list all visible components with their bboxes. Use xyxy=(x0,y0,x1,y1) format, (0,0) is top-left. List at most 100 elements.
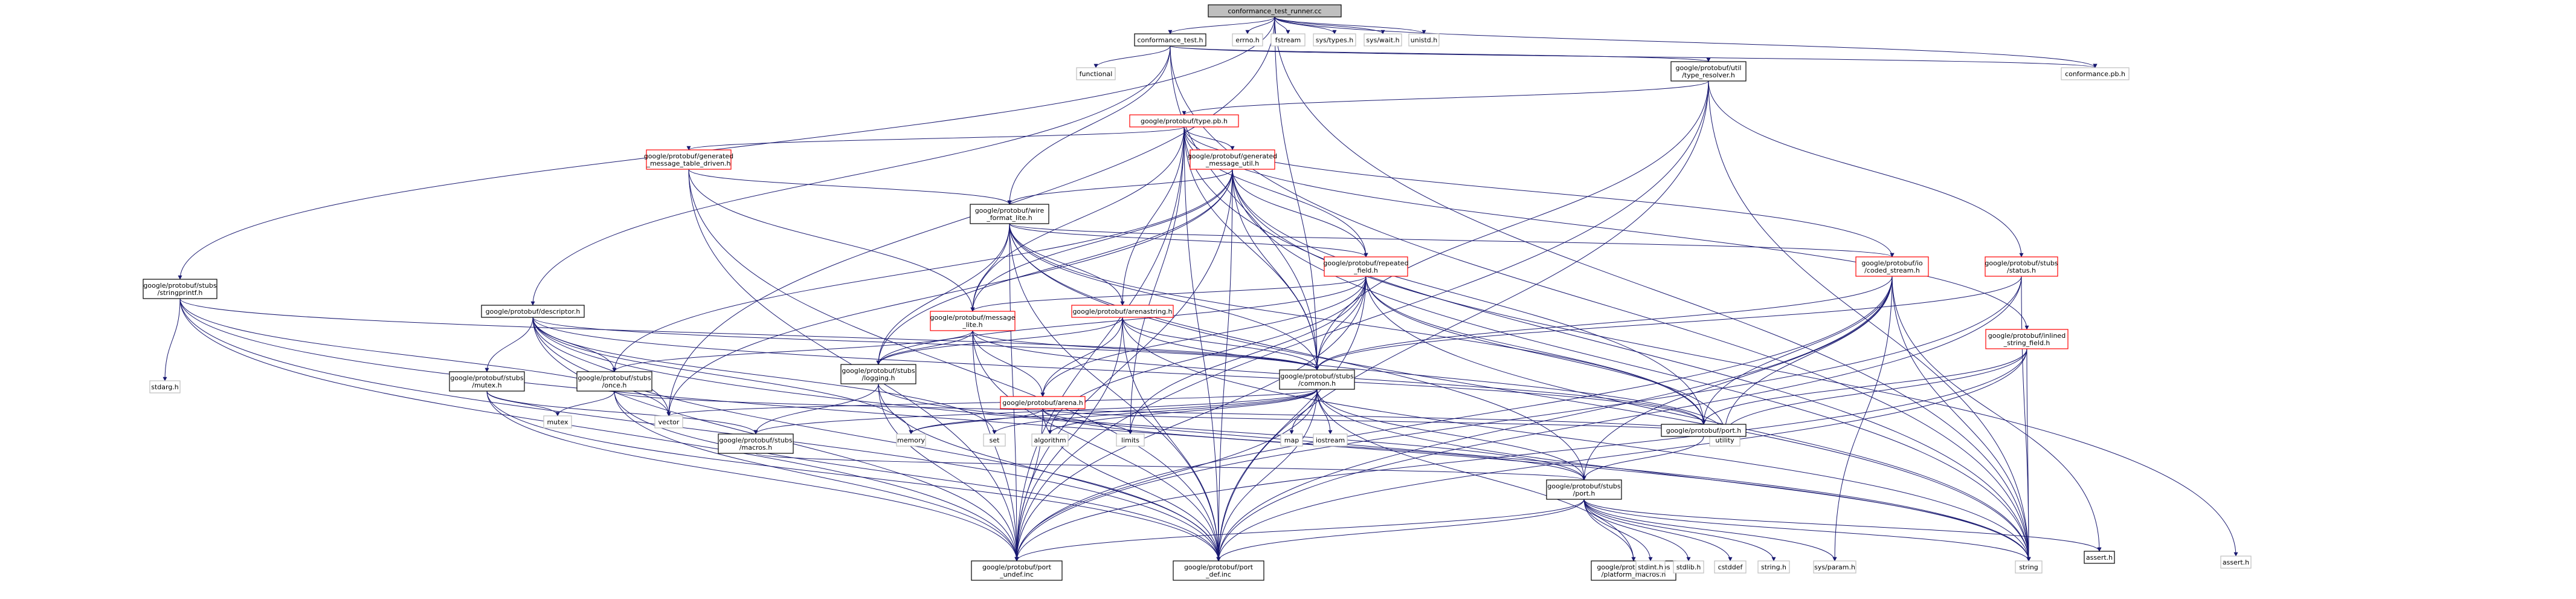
edge-arenastring-to-string xyxy=(1122,317,2031,562)
node-string: string xyxy=(2015,560,2043,574)
edge-stubs-mutex-to-port-undef xyxy=(486,390,1019,562)
edge-stringprintf-to-stubs-common xyxy=(179,298,1319,371)
node-box xyxy=(1031,433,1069,447)
node-stubs-port[interactable]: google/protobuf/stubs/port.h xyxy=(1546,479,1622,500)
node-vector: vector xyxy=(654,415,683,429)
node-label: _format_lite.h xyxy=(986,214,1032,222)
node-box xyxy=(1855,256,1929,277)
node-box xyxy=(1757,560,1790,574)
node-arena[interactable]: google/protobuf/arena.h xyxy=(1000,396,1086,409)
node-label: /type_resolver.h xyxy=(1682,71,1735,79)
node-stubs-logging[interactable]: google/protobuf/stubs/logging.h xyxy=(840,364,916,384)
node-box xyxy=(1000,396,1086,409)
node-port-h[interactable]: google/protobuf/port.h xyxy=(1661,424,1747,437)
edge-coded-stream-to-string xyxy=(1892,276,2031,562)
edge-conf-test-h-to-descriptor xyxy=(530,45,1171,306)
edge-type-pb-to-gen-msg-table xyxy=(686,126,1185,151)
node-descriptor[interactable]: google/protobuf/descriptor.h xyxy=(481,305,585,318)
edge-wire-format-to-stubs-logging xyxy=(876,223,1010,365)
edge-stubs-port-to-string-h xyxy=(1583,499,1776,562)
node-message-lite[interactable]: google/protobuf/message_lite.h xyxy=(930,311,1016,331)
node-label: /status.h xyxy=(2007,267,2036,274)
edge-stringprintf-to-port-def xyxy=(179,298,1221,562)
node-label: sys/types.h xyxy=(1316,36,1353,44)
node-label: google/protobuf/stubs xyxy=(578,374,651,382)
node-wire-format[interactable]: google/protobuf/wire_format_lite.h xyxy=(970,204,1049,224)
node-type-pb[interactable]: google/protobuf/type.pb.h xyxy=(1129,114,1239,128)
node-label: google/protobuf/type.pb.h xyxy=(1141,117,1228,125)
node-box xyxy=(1129,114,1239,128)
node-conf-pb: conformance.pb.h xyxy=(2061,67,2130,80)
node-assert1[interactable]: assert.h xyxy=(2084,551,2115,564)
edge-coded-stream-to-port-h xyxy=(1701,276,1893,425)
edge-gen-msg-util-to-port-h xyxy=(1232,169,1706,425)
node-label: _undef.inc xyxy=(999,571,1034,578)
node-repeated-field[interactable]: google/protobuf/repeated_field.h xyxy=(1323,256,1409,277)
node-label: google/protobuf/stubs xyxy=(842,367,915,375)
node-label: google/protobuf/stubs xyxy=(450,374,524,382)
node-stubs-once[interactable]: google/protobuf/stubs/once.h xyxy=(576,371,652,392)
edge-gen-msg-util-to-message-lite xyxy=(970,169,1233,312)
node-label: /stringprintf.h xyxy=(158,289,203,297)
node-box xyxy=(983,433,1006,447)
edge-repeated-field-to-port-h xyxy=(1365,276,1706,425)
node-label: cstddef xyxy=(1718,563,1744,571)
node-label: conformance_test_runner.cc xyxy=(1228,7,1321,15)
node-label: _message_table_driven.h xyxy=(646,160,730,167)
edge-gen-msg-util-to-stubs-once xyxy=(612,169,1233,372)
node-box xyxy=(646,149,732,170)
node-label: mutex xyxy=(547,418,568,426)
node-box xyxy=(1232,33,1263,47)
edge-stubs-port-to-platform-macros xyxy=(1583,499,1636,562)
node-port-def[interactable]: google/protobuf/port_def.inc xyxy=(1173,560,1264,581)
node-label: google/protobuf/descriptor.h xyxy=(486,308,581,316)
edge-wire-format-to-port-undef xyxy=(1009,223,1019,562)
node-arenastring[interactable]: google/protobuf/arenastring.h xyxy=(1071,305,1174,318)
edge-inlined-string-to-port-def xyxy=(1216,348,2027,562)
node-root[interactable]: conformance_test_runner.cc xyxy=(1208,4,1342,18)
edge-gen-msg-util-to-repeated-field xyxy=(1232,169,1368,257)
node-label: /common.h xyxy=(1298,380,1336,387)
edge-type-pb-to-gen-msg-util xyxy=(1183,126,1235,151)
edge-inlined-string-to-string xyxy=(2026,348,2031,562)
edge-stubs-logging-to-port-def xyxy=(878,383,1221,562)
node-stubs-macros[interactable]: google/protobuf/stubs/macros.h xyxy=(718,433,794,454)
edge-repeated-field-to-port-def xyxy=(1216,276,1367,562)
node-label: _string_field.h xyxy=(2003,339,2050,347)
edge-stubs-logging-to-stubs-port xyxy=(878,383,1586,481)
node-coded-stream[interactable]: google/protobuf/io/coded_stream.h xyxy=(1855,256,1929,277)
edge-root-to-stubs-common xyxy=(1274,16,1319,371)
node-stubs-common[interactable]: google/protobuf/stubs/common.h xyxy=(1279,369,1355,390)
edge-descriptor-to-port-def xyxy=(532,317,1221,562)
node-inlined-string[interactable]: google/protobuf/inlined_string_field.h xyxy=(1985,329,2069,349)
node-conf-test-h[interactable]: conformance_test.h xyxy=(1134,33,1206,47)
node-status[interactable]: google/protobuf/stubs/status.h xyxy=(1985,256,2058,277)
node-label: google/protobuf/port xyxy=(982,563,1052,571)
edge-stubs-common-to-port-undef xyxy=(1014,389,1318,562)
node-gen-msg-util[interactable]: google/protobuf/generated_message_util.h xyxy=(1188,149,1277,170)
edge-stubs-common-to-set xyxy=(992,389,1318,435)
node-label: /port.h xyxy=(1573,490,1596,497)
node-box xyxy=(149,380,181,393)
node-label: google/protobuf/stubs xyxy=(719,436,793,444)
node-label: /logging.h xyxy=(862,374,895,382)
node-stubs-mutex[interactable]: google/protobuf/stubs/mutex.h xyxy=(449,371,525,392)
node-box xyxy=(1071,305,1174,318)
node-label: google/protobuf/inlined xyxy=(1988,332,2066,340)
node-stringprintf[interactable]: google/protobuf/stubs/stringprintf.h xyxy=(143,279,217,299)
node-label: iostream xyxy=(1316,436,1345,444)
edge-descriptor-to-memory xyxy=(532,317,913,435)
node-label: conformance_test.h xyxy=(1137,36,1203,44)
edge-gen-msg-util-to-stubs-logging xyxy=(876,169,1233,365)
node-type-resolver[interactable]: google/protobuf/util/type_resolver.h xyxy=(1670,61,1747,82)
node-box xyxy=(1813,560,1856,574)
node-box xyxy=(1985,256,2058,277)
edge-layer xyxy=(163,16,2238,562)
node-label: google/protobuf/message xyxy=(930,314,1016,322)
edge-coded-stream-to-port-def xyxy=(1216,276,1893,562)
node-box xyxy=(2061,67,2130,80)
node-port-undef[interactable]: google/protobuf/port_undef.inc xyxy=(971,560,1063,581)
node-label: sys/wait.h xyxy=(1366,36,1399,44)
node-label: fstream xyxy=(1275,36,1301,44)
node-gen-msg-table[interactable]: google/protobuf/generated_message_table_… xyxy=(644,149,733,170)
